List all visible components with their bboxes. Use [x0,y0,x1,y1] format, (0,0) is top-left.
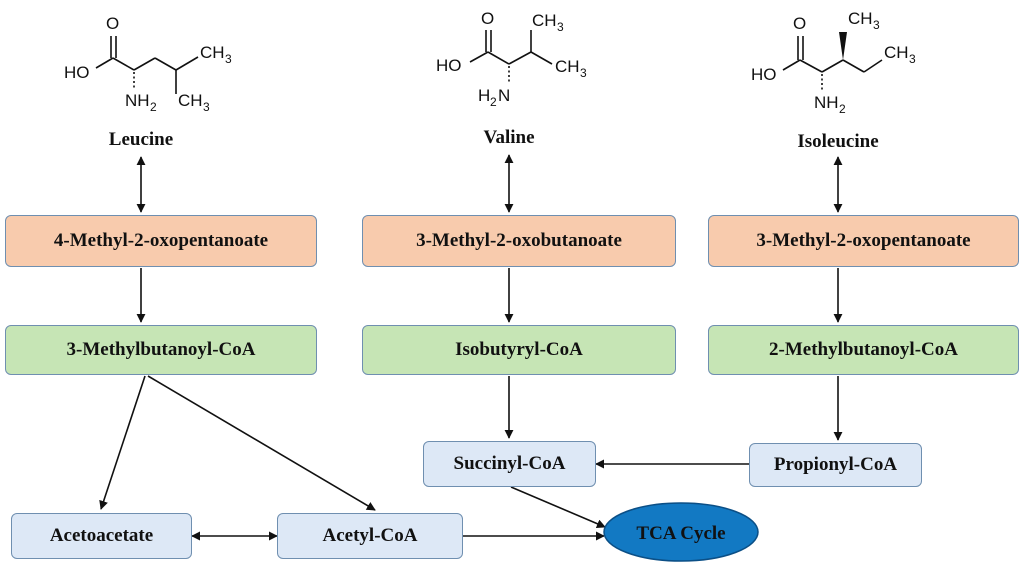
valine-structure [469,30,553,82]
keto-box-isoleucine: 3-Methyl-2-oxopentanoate [708,215,1019,267]
valine-methyl-a-sub: 3 [557,20,564,34]
acetoacetate-box: Acetoacetate [11,513,192,559]
propionyl-coa-box: Propionyl-CoA [749,443,922,487]
isoleucine-methyl-a: CH [848,9,873,28]
leucine-hydroxyl-label: HO [64,63,90,82]
acetyl-coa-box: Acetyl-CoA [277,513,463,559]
leucine-label: Leucine [108,129,174,150]
isoleucine-oxygen-label: O [793,14,806,33]
leucine-amine-label: NH [125,91,150,110]
valine-amine-n: N [498,86,510,105]
leucine-oxygen-label: O [106,14,119,33]
valine-methyl-a: CH [532,11,557,30]
valine-amine-sub: 2 [490,95,497,109]
propionyl-coa-label: Propionyl-CoA [773,454,898,475]
arrow-leucine-acyl-acetoacetate [99,375,146,510]
valine-methyl-b: CH [555,57,580,76]
leucine-methyl-a-sub: 3 [225,52,232,66]
acetoacetate-label: Acetoacetate [49,525,154,546]
keto-label-leucine: 4-Methyl-2-oxopentanoate [53,230,269,251]
acyl-label-isoleucine: 2-Methylbutanoyl-CoA [769,339,958,360]
valine-methyl-b-sub: 3 [580,66,587,80]
isoleucine-methyl-a-sub: 3 [873,18,880,32]
isoleucine-hydroxyl-label: HO [751,65,777,84]
acyl-box-valine: Isobutyryl-CoA [362,325,676,375]
tca-cycle-node [603,502,759,562]
leucine-methyl-b-sub: 3 [203,100,210,114]
valine-oxygen-label: O [481,9,494,28]
arrow-succinyl-tca [510,486,606,528]
isoleucine-amine-sub: 2 [839,102,846,116]
acetyl-coa-label: Acetyl-CoA [322,525,418,546]
acyl-box-leucine: 3-Methylbutanoyl-CoA [5,325,317,375]
succinyl-coa-label: Succinyl-CoA [453,453,566,474]
isoleucine-wedge [839,32,847,60]
isoleucine-structure [782,36,883,90]
leucine-methyl-b: CH [178,91,203,110]
acyl-label-leucine: 3-Methylbutanoyl-CoA [66,339,256,360]
valine-hydroxyl-label: HO [436,56,462,75]
keto-label-valine: 3-Methyl-2-oxobutanoate [416,230,622,251]
isoleucine-methyl-b-sub: 3 [909,52,916,66]
acyl-box-isoleucine: 2-Methylbutanoyl-CoA [708,325,1019,375]
keto-box-valine: 3-Methyl-2-oxobutanoate [362,215,676,267]
leucine-methyl-a: CH [200,43,225,62]
isoleucine-label: Isoleucine [797,131,879,152]
valine-amine-h: H [478,86,490,105]
acyl-label-valine: Isobutyryl-CoA [455,339,583,360]
isoleucine-amine-label: NH [814,93,839,112]
keto-label-isoleucine: 3-Methyl-2-oxopentanoate [756,230,971,251]
leucine-structure [95,36,199,94]
tca-cycle-label: TCA Cycle [636,523,725,544]
arrow-leucine-acyl-acetyl [147,375,376,511]
valine-label: Valine [483,127,535,148]
isoleucine-methyl-b: CH [884,43,909,62]
leucine-amine-sub: 2 [150,100,157,114]
succinyl-coa-box: Succinyl-CoA [423,441,596,487]
keto-box-leucine: 4-Methyl-2-oxopentanoate [5,215,317,267]
